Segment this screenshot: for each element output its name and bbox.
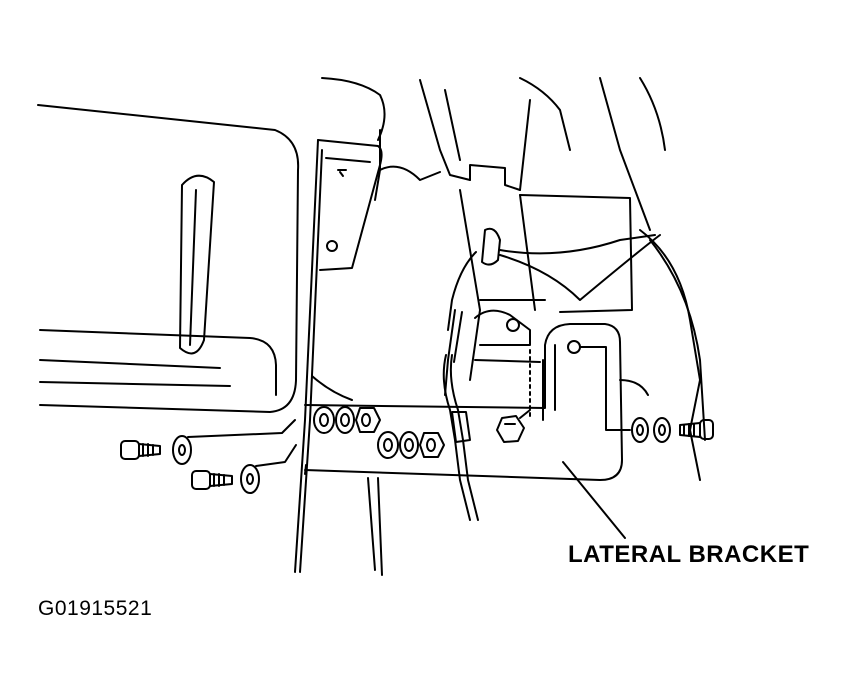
upper-nut-row[interactable] xyxy=(314,407,380,433)
right-bolt[interactable] xyxy=(680,420,713,439)
lower-nut-row[interactable] xyxy=(378,432,444,458)
lateral-bracket[interactable] xyxy=(305,324,622,480)
figure-id: G01915521 xyxy=(38,597,153,620)
right-washer-1[interactable] xyxy=(632,418,648,442)
left-lower-bolt[interactable] xyxy=(192,471,232,489)
bracket-nut[interactable] xyxy=(497,416,524,442)
bracket-hole xyxy=(568,341,580,353)
body-panel xyxy=(38,105,298,412)
leader-line xyxy=(256,445,296,466)
bracket-leg xyxy=(368,478,382,575)
panel-slot xyxy=(180,176,214,354)
wiring-harness xyxy=(444,229,705,520)
leader-line xyxy=(188,420,295,437)
callout-leader xyxy=(563,462,625,538)
wire-connector xyxy=(452,412,470,442)
left-upper-washer[interactable] xyxy=(173,436,191,464)
right-washer-2[interactable] xyxy=(654,418,670,442)
lateral-bracket-label: LATERAL BRACKET xyxy=(568,541,810,568)
mounting-plate xyxy=(295,140,382,572)
vehicle-body-structure xyxy=(322,78,665,395)
left-upper-bolt[interactable] xyxy=(121,441,160,459)
left-lower-washer[interactable] xyxy=(241,465,259,493)
bolt-path-line xyxy=(580,347,630,430)
